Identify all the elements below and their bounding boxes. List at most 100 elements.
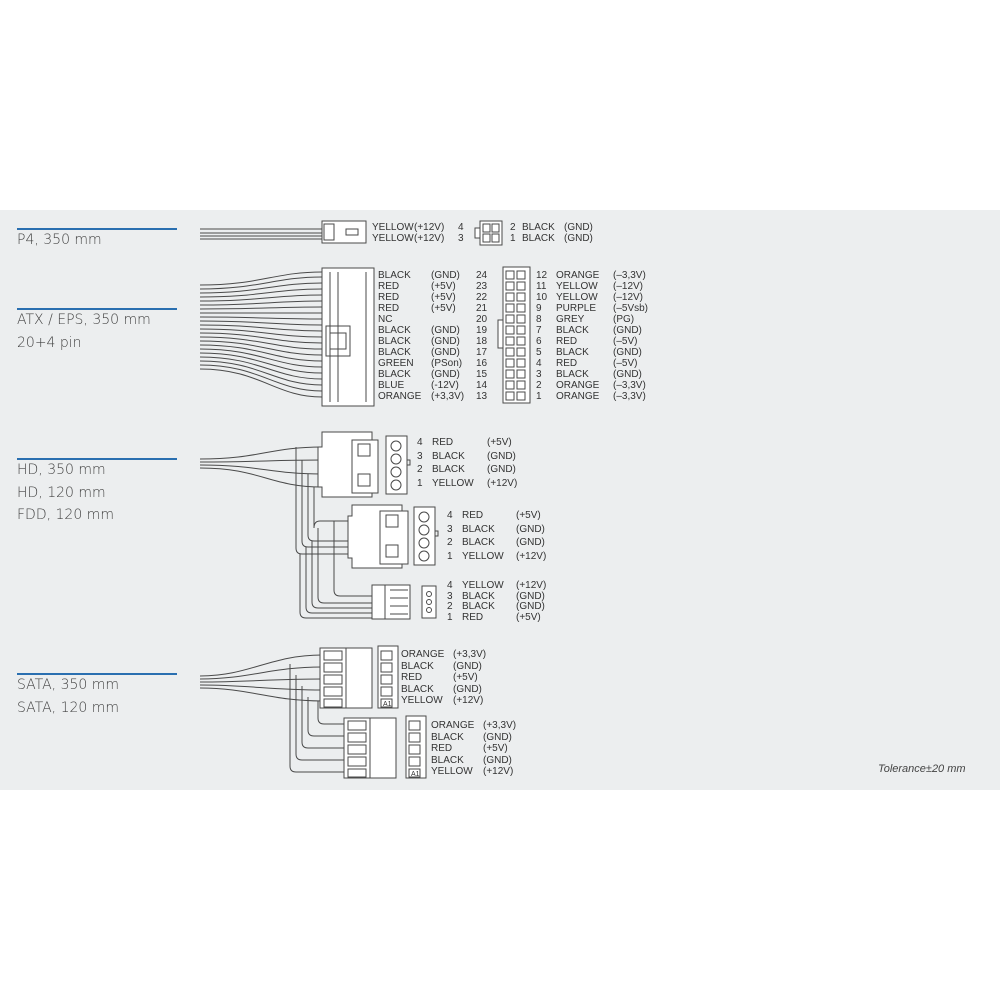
sata1-socket (377, 645, 399, 709)
pin-pin: 23 (476, 281, 488, 292)
pin-voltage: (+5V) (431, 292, 456, 303)
pin-color: BLACK (432, 450, 465, 462)
pin-voltage: (GND) (431, 369, 460, 380)
pin-voltage: (GND) (516, 601, 545, 612)
p4-plug (321, 220, 367, 244)
pin-color: RED (556, 358, 578, 369)
pin-voltage: (+5V) (483, 743, 508, 754)
pin-pin: 3 (536, 369, 542, 380)
pin-color: RED (401, 672, 423, 683)
p4-socket (474, 220, 503, 246)
pin-voltage: (+3,3V) (431, 391, 465, 402)
pin-color: BLACK (462, 601, 495, 612)
atx-socket-cell (505, 369, 515, 379)
pin-color: BLACK (556, 325, 589, 336)
pin-color: RED (431, 743, 453, 754)
sata2-plug (343, 717, 397, 779)
sata1-plug (319, 647, 373, 709)
atx-socket-cell (505, 281, 515, 291)
pin-color: ORANGE (431, 720, 475, 731)
atx-socket-cell (516, 347, 526, 357)
pin-pin: 3 (447, 523, 453, 535)
pin-pin: 8 (536, 314, 542, 325)
pin-voltage: (GND) (516, 590, 545, 602)
pin-pin: 4 (458, 222, 464, 233)
pin-voltage: (+5V) (516, 611, 541, 623)
atx-socket-cell (516, 270, 526, 280)
pin-pin: 1 (510, 233, 516, 244)
pin-pin: 1 (417, 477, 423, 489)
atx-socket-cell (516, 358, 526, 368)
atx-socket-cell (516, 336, 526, 346)
pin-voltage: (-12V) (431, 380, 459, 391)
pin-pin: 21 (476, 303, 488, 314)
pin-pin: 1 (447, 611, 453, 623)
pin-voltage: (+5V) (487, 437, 512, 448)
pin-voltage: (–3,3V) (613, 380, 646, 391)
pin-pin: 4 (447, 580, 453, 591)
pin-color: BLUE (378, 380, 405, 391)
atx-socket-cell (505, 314, 515, 324)
pin-voltage: (–3,3V) (613, 391, 646, 402)
pin-color: RED (556, 336, 578, 347)
pin-pin: 15 (476, 369, 488, 380)
pin-voltage: (–5Vsb) (613, 303, 649, 314)
pin-voltage: (+5V) (431, 281, 456, 292)
pin-voltage: (–5V) (613, 336, 638, 347)
pin-voltage: (PG) (613, 314, 635, 325)
tolerance-note: Tolerance±20 mm (878, 763, 966, 775)
pin-color: BLACK (522, 222, 555, 233)
pin-pin: 4 (447, 510, 453, 521)
atx-socket-cell (516, 325, 526, 335)
pin-voltage: (–12V) (613, 292, 644, 303)
pin-color: ORANGE (378, 391, 422, 402)
atx-label: ATX / EPS, 350 mm 20+4 pin (17, 309, 151, 354)
p4-label-line: P4, 350 mm (17, 232, 102, 248)
pin-color: RED (378, 303, 400, 314)
atx-plug (321, 267, 375, 407)
pin-voltage: (+12V) (414, 222, 445, 233)
hd-label-line: FDD, 120 mm (17, 507, 114, 523)
pin-voltage: (+12V) (453, 695, 484, 706)
atx-socket-cell (505, 336, 515, 346)
pin-pin: 13 (476, 391, 488, 402)
atx-socket-cell (505, 325, 515, 335)
pin-color: ORANGE (556, 270, 600, 281)
atx-socket-cell (516, 314, 526, 324)
pin-color: BLACK (556, 369, 589, 380)
pin-color: BLACK (401, 683, 434, 695)
pin-voltage: (GND) (431, 270, 460, 281)
pin-pin: 12 (536, 270, 548, 281)
pin-pin: 22 (476, 292, 488, 303)
hd-cable (199, 446, 372, 619)
pin-color: BLACK (378, 369, 411, 380)
pin-pin: 11 (536, 281, 547, 292)
pin-pin: 6 (536, 336, 542, 347)
pin-color: BLACK (378, 347, 411, 358)
pin-voltage: (GND) (516, 523, 545, 535)
pin-pin: 10 (536, 292, 548, 303)
atx-socket-cell (516, 380, 526, 390)
sata-label-line: SATA, 120 mm (17, 699, 120, 716)
pin-color: RED (378, 292, 400, 303)
atx-label-line: 20+4 pin (17, 334, 82, 351)
pin-color: YELLOW (432, 477, 474, 489)
atx-socket-cell (516, 281, 526, 291)
sata-label-line: SATA, 350 mm (17, 677, 120, 693)
pin-pin: 3 (417, 450, 423, 462)
pin-voltage: (GND) (613, 369, 642, 380)
pin-voltage: (GND) (613, 347, 642, 358)
pin-pin: 1 (447, 550, 453, 562)
pin-color: PURPLE (556, 303, 597, 314)
pin-voltage: (GND) (487, 464, 516, 475)
pin-voltage: (+5V) (516, 510, 541, 521)
pin-color: BLACK (432, 464, 465, 475)
pin-pin: 24 (476, 270, 488, 281)
sata1-pin-marker: A1 (383, 701, 392, 708)
pin-color: BLACK (378, 336, 411, 347)
pin-voltage: (+5V) (453, 672, 478, 683)
atx-socket-cell (505, 380, 515, 390)
pin-color: BLACK (462, 523, 495, 535)
pin-color: BLACK (378, 325, 411, 336)
